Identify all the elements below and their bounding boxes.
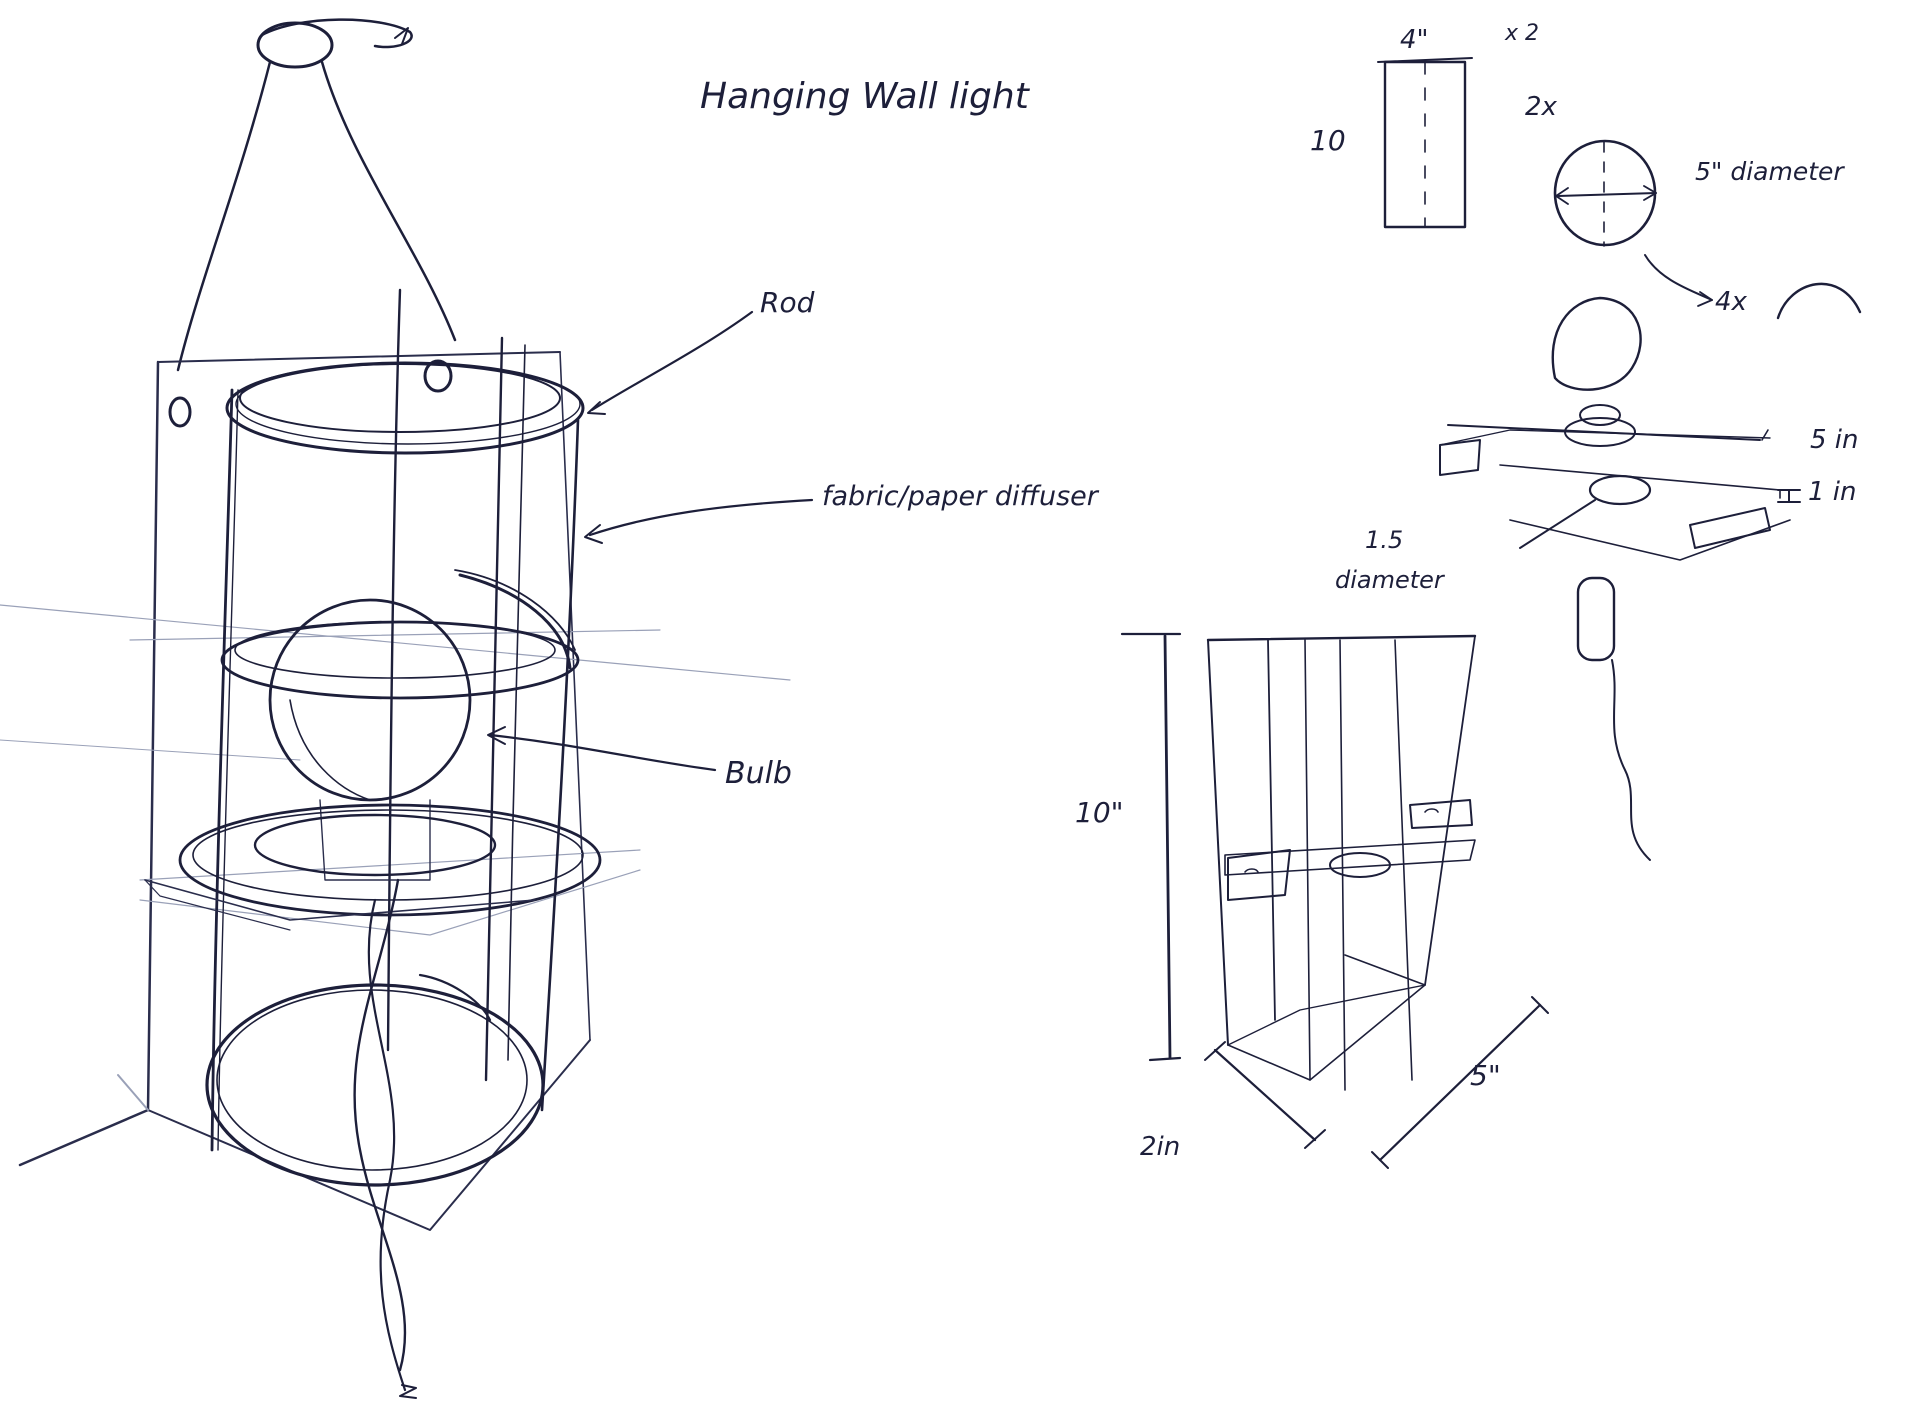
panel-qty-label: x 2 [1504,21,1539,46]
depth-dimension [1215,1050,1315,1140]
eyelet-left [170,398,190,426]
cylinder-right-side [542,420,578,1110]
power-cord-1 [355,880,406,1370]
exploded-hole [1590,476,1650,504]
label-bulb: Bulb [725,756,792,791]
bulb-globe [270,600,470,800]
label-diffuser: fabric/paper diffuser [822,481,1100,512]
bracket-height-label: 1 in [1808,477,1857,507]
bulb-leader [490,735,715,770]
box-bracket-right [1410,800,1472,828]
diffuser-leader [590,500,812,535]
hanging-cord-right [322,62,455,340]
hole-unit-label: diameter [1335,566,1446,594]
box-depth-label: 2in [1140,1132,1180,1162]
hanging-cord-left [178,62,270,370]
bracket-length-label: 5 in [1810,425,1859,455]
rod-leader [592,312,752,410]
box-height-label: 10" [1075,796,1124,829]
panel-height-label: 10 [1310,124,1346,157]
rod-1 [388,290,400,1050]
disc-diameter-label: 5" diameter [1695,157,1845,186]
lamp-sketch [0,20,812,1398]
label-rod: Rod [760,286,815,319]
disc-qty-label: 2x [1525,92,1558,122]
exploded-bulb [1553,298,1641,390]
exploded-socket [1578,578,1614,660]
sketch-title: Hanging Wall light [700,76,1031,117]
box-width-label: 5" [1470,1059,1501,1092]
panel-width-label: 4" [1400,25,1429,55]
hanging-knob [258,23,332,67]
exploded-cord [1612,660,1650,860]
arc-qty-label: 4x [1715,287,1748,317]
width-dimension [1380,1005,1540,1160]
arc-piece [1778,284,1860,318]
hole-value-label: 1.5 [1365,526,1403,554]
box-height-line [1165,636,1170,1058]
box-top-edge [1208,636,1475,640]
